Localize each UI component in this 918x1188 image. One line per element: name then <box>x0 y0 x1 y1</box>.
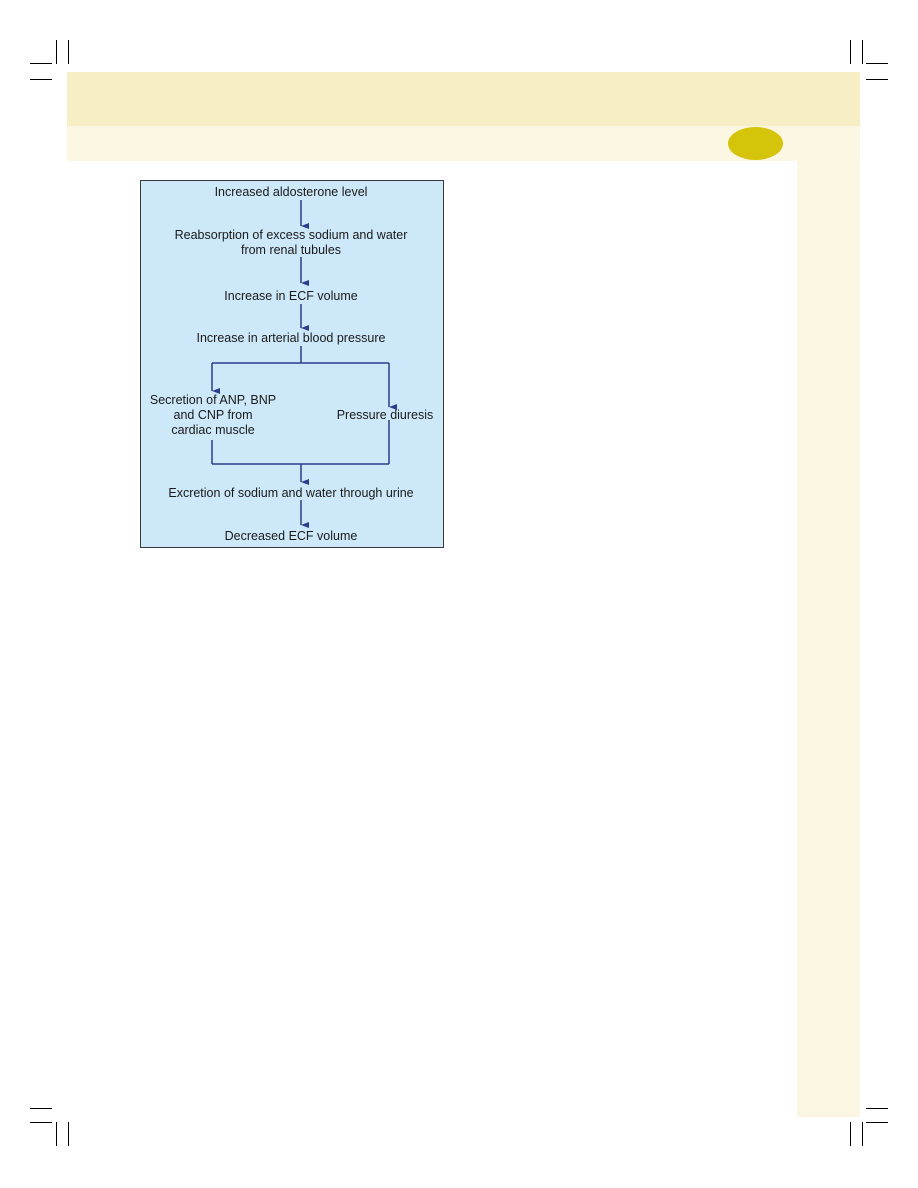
page-side-margin <box>797 161 860 1117</box>
crop-mark <box>862 40 863 64</box>
crop-mark <box>866 1108 888 1109</box>
node-natriuretic-line1: Secretion of ANP, BNP <box>149 393 277 407</box>
node-reabsorption-line2: from renal tubules <box>240 243 342 257</box>
crop-mark <box>30 63 52 64</box>
page-number-badge <box>728 127 783 160</box>
node-natriuretic-line2: and CNP from <box>173 408 253 422</box>
crop-mark <box>68 1122 69 1146</box>
crop-mark <box>30 79 52 80</box>
flowchart-connectors <box>211 200 397 528</box>
node-pressure-diuresis: Pressure diuresis <box>336 408 434 422</box>
crop-mark <box>56 1122 57 1146</box>
crop-mark <box>30 1122 52 1123</box>
node-natriuretic-line3: cardiac muscle <box>171 423 255 437</box>
page-header-band <box>67 72 860 126</box>
flowchart-box <box>140 180 444 548</box>
node-bp-increase: Increase in arterial blood pressure <box>196 331 386 345</box>
crop-mark <box>866 1122 888 1123</box>
crop-mark <box>56 40 57 64</box>
page-subheader-band <box>67 126 860 161</box>
crop-mark <box>850 40 851 64</box>
node-excretion: Excretion of sodium and water through ur… <box>168 486 414 500</box>
node-reabsorption-line1: Reabsorption of excess sodium and water <box>174 228 408 242</box>
node-ecf-decrease: Decreased ECF volume <box>224 529 358 543</box>
crop-mark <box>68 40 69 64</box>
node-ecf-increase: Increase in ECF volume <box>224 289 358 303</box>
crop-mark <box>866 79 888 80</box>
crop-mark <box>850 1122 851 1146</box>
crop-mark <box>30 1108 52 1109</box>
node-aldosterone: Increased aldosterone level <box>214 185 368 199</box>
crop-mark <box>866 63 888 64</box>
crop-mark <box>862 1122 863 1146</box>
